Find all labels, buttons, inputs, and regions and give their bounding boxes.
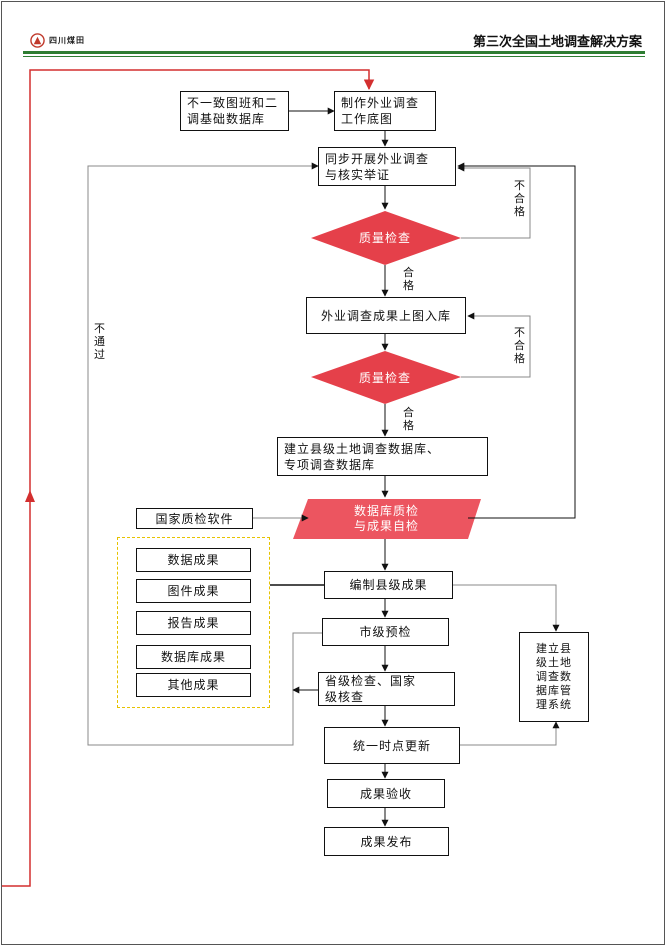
company-logo: 四川煤田 [30, 33, 85, 48]
output-item-other: 其他成果 [136, 673, 251, 697]
label-db-check: 数据库质检 与成果自检 [353, 504, 419, 533]
db-check-parallelogram [293, 499, 481, 539]
label-quality-check-2: 质量检查 [358, 370, 411, 385]
quality-check-2-diamond [311, 351, 461, 404]
node-acceptance: 成果验收 [327, 779, 445, 808]
node-national-software: 国家质检软件 [136, 508, 253, 529]
node-province-check: 省级检查、国家 级核查 [318, 672, 455, 706]
edge-label-not-pass: 不通过 [94, 322, 105, 361]
edge-label-pass-1: 合格 [403, 266, 414, 292]
edge-city-back [87, 162, 322, 746]
edge-compile-system [453, 584, 560, 632]
edge-label-fail-2: 不合格 [514, 326, 525, 365]
node-build-db: 建立县级土地调查数据库、 专项调查数据库 [277, 437, 488, 476]
logo-icon [30, 33, 45, 48]
node-survey-to-db: 外业调查成果上图入库 [306, 297, 466, 334]
node-inputs: 不一致图班和二 调基础数据库 [180, 91, 289, 131]
publish-feedback-line [2, 69, 375, 887]
output-item-reports: 报告成果 [136, 611, 251, 635]
document-title: 第三次全国土地调查解决方案 [472, 35, 642, 50]
node-county-system: 建立县 级土地 调查数 据库管 理系统 [519, 632, 589, 722]
node-field-survey: 同步开展外业调查 与核实举证 [318, 147, 456, 186]
edge-unify-system [460, 721, 560, 746]
output-item-data: 数据成果 [136, 548, 251, 572]
node-make-basemap: 制作外业调查 工作底图 [334, 91, 436, 131]
label-quality-check-1: 质量检查 [358, 230, 411, 245]
output-item-database: 数据库成果 [136, 645, 251, 669]
node-compile-results: 编制县级成果 [324, 571, 453, 599]
output-item-maps: 图件成果 [136, 579, 251, 603]
edge-dbcheck-fail [457, 162, 576, 519]
node-city-precheck: 市级预检 [322, 618, 449, 646]
edge-label-fail-1: 不合格 [514, 179, 525, 218]
logo-text: 四川煤田 [49, 35, 85, 45]
outputs-group [117, 537, 270, 708]
quality-check-1-diamond [311, 211, 461, 265]
edge-qc1-fail [457, 164, 531, 239]
edge-label-pass-2: 合格 [403, 406, 414, 432]
page-header: 四川煤田 第三次全国土地调查解决方案 [0, 0, 668, 60]
node-unify-update: 统一时点更新 [324, 727, 460, 764]
header-rule [23, 51, 645, 54]
feedback-arrow-up-icon [25, 490, 35, 502]
node-publish: 成果发布 [324, 827, 449, 856]
edge-qc2-fail [461, 312, 531, 378]
header-rule-thin [23, 56, 645, 57]
